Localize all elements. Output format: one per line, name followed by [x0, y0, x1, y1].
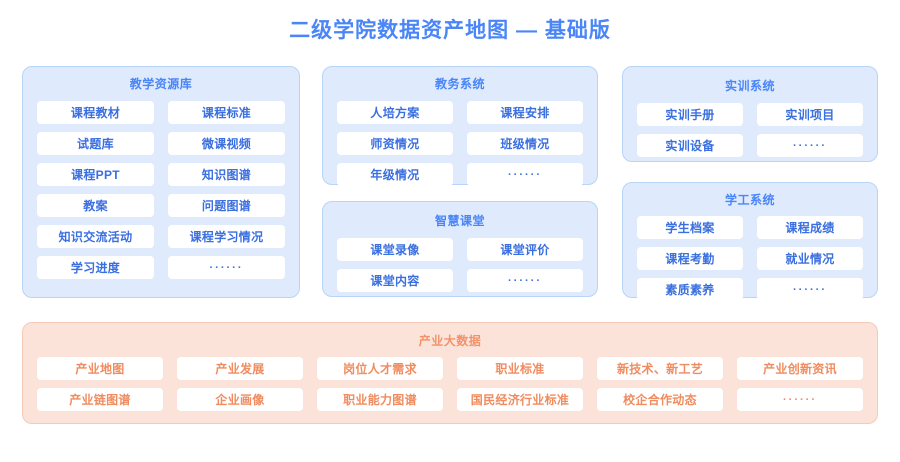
- item-tile[interactable]: 课堂内容: [337, 269, 453, 292]
- item-grid-training-system: 实训手册实训项目实训设备 ······: [623, 93, 877, 169]
- panel-smart-classroom: 智慧课堂 课堂录像课堂评价课堂内容 ······: [322, 201, 598, 297]
- item-tile[interactable]: 就业情况: [757, 247, 863, 270]
- item-tile[interactable]: 课程标准: [168, 101, 285, 124]
- item-tile[interactable]: 职业能力图谱: [317, 388, 443, 411]
- item-tile[interactable]: 人培方案: [337, 101, 453, 124]
- panel-training-system: 实训系统 实训手册实训项目实训设备 ······: [622, 66, 878, 162]
- item-tile[interactable]: 学习进度: [37, 256, 154, 279]
- item-tile[interactable]: 试题库: [37, 132, 154, 155]
- panel-teaching-resources: 教学资源库 课程教材课程标准试题库微课视频课程PPT 知识图谱教案问题图谱知识交流…: [22, 66, 300, 298]
- item-tile[interactable]: 课堂评价: [467, 238, 583, 261]
- item-tile[interactable]: 企业画像: [177, 388, 303, 411]
- item-tile[interactable]: 师资情况: [337, 132, 453, 155]
- item-tile[interactable]: 实训设备: [637, 134, 743, 157]
- item-tile[interactable]: 实训手册: [637, 103, 743, 126]
- panel-student-affairs: 学工系统 学生档案课程成绩课程考勤就业情况素质素养 ······: [622, 182, 878, 301]
- page-title: 二级学院数据资产地图 — 基础版: [289, 19, 611, 42]
- item-tile[interactable]: 班级情况: [467, 132, 583, 155]
- panel-title-teaching-resources: 教学资源库: [129, 77, 193, 91]
- item-tile[interactable]: 实训项目: [757, 103, 863, 126]
- item-grid-academic-affairs: 人培方案课程安排师资情况班级情况年级情况 ······: [323, 91, 597, 198]
- item-tile[interactable]: 知识图谱: [168, 163, 285, 186]
- item-tile[interactable]: 素质素养: [637, 278, 743, 301]
- panel-title-training-system: 实训系统: [724, 79, 775, 93]
- item-tile[interactable]: 课程考勤: [637, 247, 743, 270]
- item-grid-industry-bigdata: 产业地图产业发展岗位人才需求职业标准新技术、新工艺产业创新资讯产业链图谱企业画像…: [23, 348, 877, 423]
- item-tile[interactable]: 产业链图谱: [37, 388, 163, 411]
- item-tile[interactable]: 学生档案: [637, 216, 743, 239]
- item-tile[interactable]: 年级情况: [337, 163, 453, 186]
- item-tile[interactable]: 新技术、新工艺: [597, 357, 723, 380]
- item-tile-more[interactable]: ······: [757, 278, 863, 301]
- item-tile[interactable]: 职业标准: [457, 357, 583, 380]
- panel-academic-affairs: 教务系统 人培方案课程安排师资情况班级情况年级情况 ······: [322, 66, 598, 186]
- item-tile[interactable]: 课堂录像: [337, 238, 453, 261]
- item-tile[interactable]: 产业地图: [37, 357, 163, 380]
- item-grid-smart-classroom: 课堂录像课堂评价课堂内容 ······: [323, 228, 597, 304]
- item-tile[interactable]: 课程PPT: [37, 163, 154, 186]
- item-tile[interactable]: 产业创新资讯: [737, 357, 863, 380]
- item-tile[interactable]: 微课视频: [168, 132, 285, 155]
- item-tile[interactable]: 课程学习情况: [168, 225, 285, 248]
- item-tile-more[interactable]: ······: [168, 256, 285, 279]
- item-tile-more[interactable]: ······: [757, 134, 863, 157]
- item-grid-student-affairs: 学生档案课程成绩课程考勤就业情况素质素养 ······: [623, 207, 877, 313]
- panel-title-industry-bigdata: 产业大数据: [418, 334, 482, 348]
- item-tile[interactable]: 国民经济行业标准: [457, 388, 583, 411]
- item-tile[interactable]: 岗位人才需求: [317, 357, 443, 380]
- item-tile[interactable]: 产业发展: [177, 357, 303, 380]
- panel-title-student-affairs: 学工系统: [724, 193, 775, 207]
- panel-industry-bigdata: 产业大数据 产业地图产业发展岗位人才需求职业标准新技术、新工艺产业创新资讯产业链…: [22, 322, 878, 424]
- item-tile[interactable]: 课程教材: [37, 101, 154, 124]
- item-tile[interactable]: 课程成绩: [757, 216, 863, 239]
- item-tile[interactable]: 校企合作动态: [597, 388, 723, 411]
- item-tile[interactable]: 教案: [37, 194, 154, 217]
- item-tile-more[interactable]: ······: [467, 163, 583, 186]
- item-tile-more[interactable]: ······: [467, 269, 583, 292]
- item-tile-more[interactable]: ······: [737, 388, 863, 411]
- item-tile[interactable]: 知识交流活动: [37, 225, 154, 248]
- item-tile[interactable]: 问题图谱: [168, 194, 285, 217]
- panel-title-smart-classroom: 智慧课堂: [434, 214, 485, 228]
- item-grid-teaching-resources: 课程教材课程标准试题库微课视频课程PPT 知识图谱教案问题图谱知识交流活动课程学习…: [23, 91, 299, 291]
- panel-title-academic-affairs: 教务系统: [434, 77, 485, 91]
- item-tile[interactable]: 课程安排: [467, 101, 583, 124]
